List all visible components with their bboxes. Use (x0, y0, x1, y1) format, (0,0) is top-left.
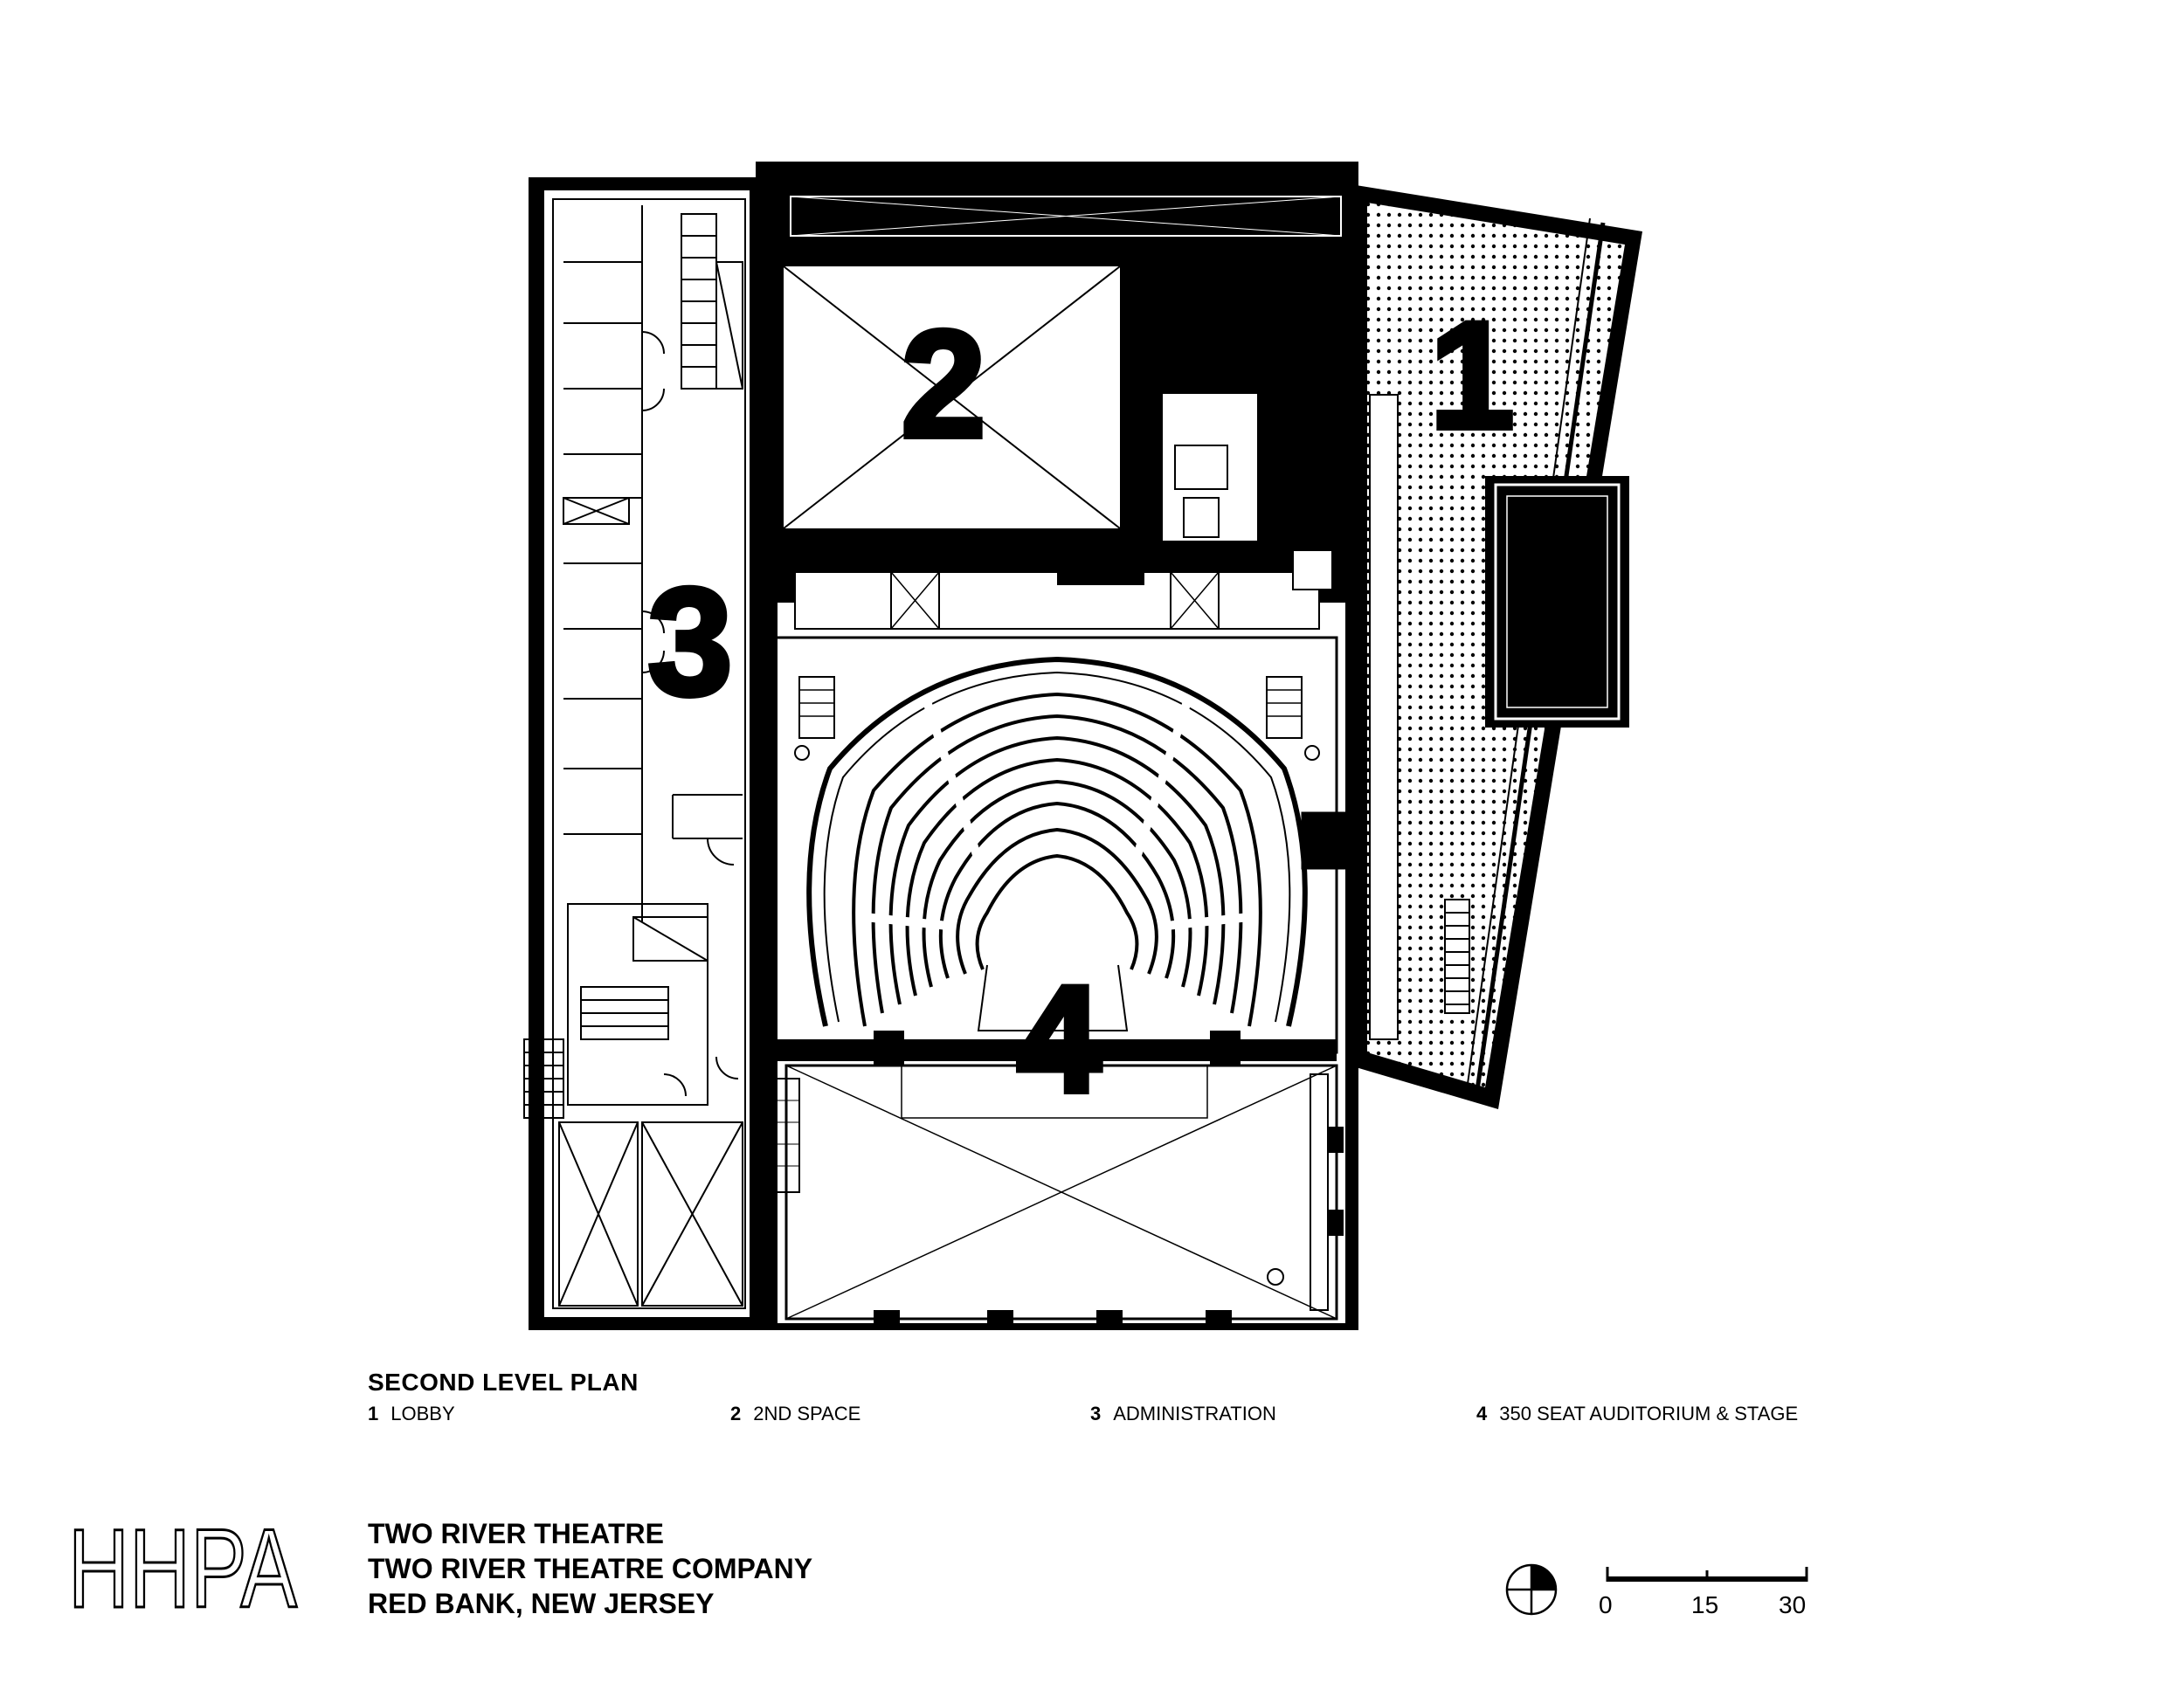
project-name: TWO RIVER THEATRE (368, 1518, 664, 1549)
hhpa-logo: HHPA (68, 1518, 299, 1614)
administration-wing (523, 198, 746, 1309)
legend-item-lobby: 1 LOBBY (368, 1403, 455, 1425)
legend-item-auditorium: 4 350 SEAT AUDITORIUM & STAGE (1476, 1403, 1798, 1425)
north-arrow-icon (1505, 1563, 1558, 1616)
project-client: TWO RIVER THEATRE COMPANY (368, 1553, 813, 1584)
legend-label: 350 SEAT AUDITORIUM & STAGE (1499, 1403, 1799, 1424)
legend-number: 4 (1476, 1403, 1488, 1424)
legend-item-administration: 3 ADMINISTRATION (1090, 1403, 1276, 1425)
room-number-1: 1 (1429, 291, 1514, 461)
legend-number: 1 (368, 1403, 379, 1424)
room-number-3: 3 (647, 557, 732, 728)
scale-label-15: 15 (1691, 1591, 1719, 1618)
scale-label-30: 30 (1779, 1591, 1807, 1618)
scale-label-0: 0 (1599, 1591, 1613, 1618)
room-number-4: 4 (1016, 955, 1101, 1125)
second-space-block (769, 188, 1350, 630)
project-info: TWO RIVER THEATRE TWO RIVER THEATRE COMP… (368, 1516, 812, 1621)
logo-text: HHPA (68, 1518, 297, 1614)
legend-label: ADMINISTRATION (1113, 1403, 1276, 1424)
legend-number: 3 (1090, 1403, 1102, 1424)
legend-label: LOBBY (390, 1403, 455, 1424)
stage (772, 1064, 1338, 1321)
lobby-wing (1356, 185, 1642, 1109)
legend-number: 2 (730, 1403, 742, 1424)
legend-item-2nd-space: 2 2ND SPACE (730, 1403, 860, 1425)
room-number-2: 2 (901, 300, 985, 470)
project-location: RED BANK, NEW JERSEY (368, 1588, 715, 1619)
plan-title: SECOND LEVEL PLAN (368, 1369, 639, 1396)
auditorium (769, 636, 1346, 1066)
scale-bar (1606, 1567, 1808, 1582)
legend-label: 2ND SPACE (753, 1403, 861, 1424)
scale-bar-group (1505, 1563, 1808, 1616)
wall-pilasters (799, 170, 1344, 1323)
